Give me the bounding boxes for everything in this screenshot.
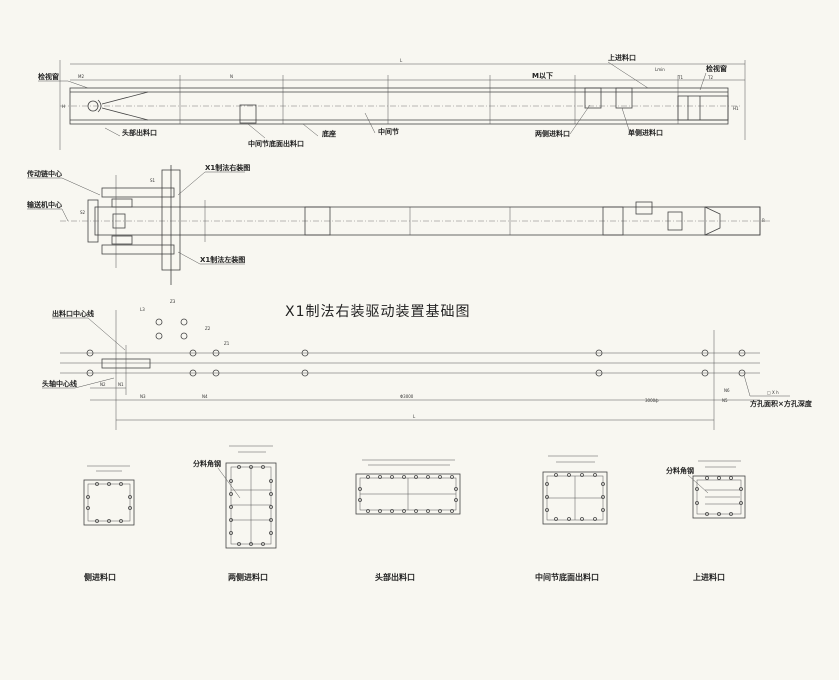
plan-view: S1 S2 B 传动链中心 输送机中心 X1制法右装图 X1制法左装图 [26,163,770,285]
dim-S1: S1 [150,178,156,183]
label-head-outlet: 头部出料口 [122,128,157,137]
dim-hole: □ X h [767,390,779,395]
anchor-holes [86,318,746,377]
detail-side-inlet: 侧进料口 [83,465,135,582]
label-double-side-inlet: 两侧进料口 [535,129,570,138]
label-left-mount: X1制法左装图 [200,255,245,264]
label-drive-chain-center: 传动链中心 [26,169,62,178]
dim-L3: L3 [140,307,145,312]
note-divider-angle-2: 分料角钢 [666,466,694,475]
dim-N2: N2 [100,382,106,387]
label-top-inlet: 上进料口 [608,53,636,62]
dim-N3: N3 [140,394,146,399]
caption-head-outlet: 头部出料口 [375,572,415,582]
dim-Z1: Z1 [224,341,230,346]
label-inspection-window-right: 检视窗 [706,64,727,73]
dim-Lmin: Lmin [655,67,665,72]
label-middle-section: 中间节 [378,127,399,136]
dim-N1: N1 [118,382,124,387]
foundation-view: X1制法右装驱动装置基础图 N2 N1 N3 N4 Φ3000 3000ф N6… [42,299,813,430]
label-head-shaft-centerline: 头轴中心线 [42,379,77,388]
caption-side-inlet: 侧进料口 [84,572,116,582]
label-right-mount: X1制法右装图 [205,163,250,172]
dim-N6: N6 [724,388,730,393]
detail-mid-bottom-outlet: 中间节底面出料口 [535,455,608,582]
dim-L: L [400,58,403,63]
dim-S2: S2 [80,210,86,215]
dim-H: H [62,104,65,109]
dim-H1: H1 [733,106,739,111]
dim-pitch: Φ3000 [400,394,414,399]
caption-top-inlet: 上进料口 [693,572,725,582]
elevation-view: L M2 N H Lmin T1 T2 H1 M以下 检视窗 头部出料口 中间节… [38,53,746,150]
note-divider-angle-1: 分料角钢 [193,459,221,468]
label-hole-spec: 方孔面积×方孔深度 [750,399,813,408]
dim-B: B [762,218,765,223]
dim-N4: N4 [202,394,208,399]
label-mid-bottom-outlet: 中间节底面出料口 [248,139,304,148]
dim-M-below: M以下 [532,72,553,80]
dim-pitch-n: 3000ф [645,398,659,403]
dim-N5: N5 [722,398,728,403]
foundation-title: X1制法右装驱动装置基础图 [285,303,471,320]
label-single-side-inlet: 单侧进料口 [628,128,663,137]
caption-mid-bottom-outlet: 中间节底面出料口 [535,572,599,582]
label-inspection-window-left: 检视窗 [38,72,59,81]
label-conveyor-center: 输送机中心 [27,200,62,209]
dim-L: L [413,414,416,419]
detail-double-side-inlet: 分料角钢 两侧进料口 [193,445,277,582]
dim-T2: T2 [707,75,713,80]
label-outlet-centerline: 出料口中心线 [52,309,94,318]
dim-T1: T1 [677,75,683,80]
label-base: 底座 [322,129,336,138]
caption-double-side-inlet: 两侧进料口 [228,572,268,582]
dim-Z2: Z2 [205,326,211,331]
detail-top-inlet: 分料角钢 上进料口 [666,460,746,582]
dim-M2: M2 [78,74,84,79]
detail-head-outlet: 头部出料口 [355,459,461,582]
dim-N: N [230,74,233,79]
dim-Z3: Z3 [170,299,176,304]
